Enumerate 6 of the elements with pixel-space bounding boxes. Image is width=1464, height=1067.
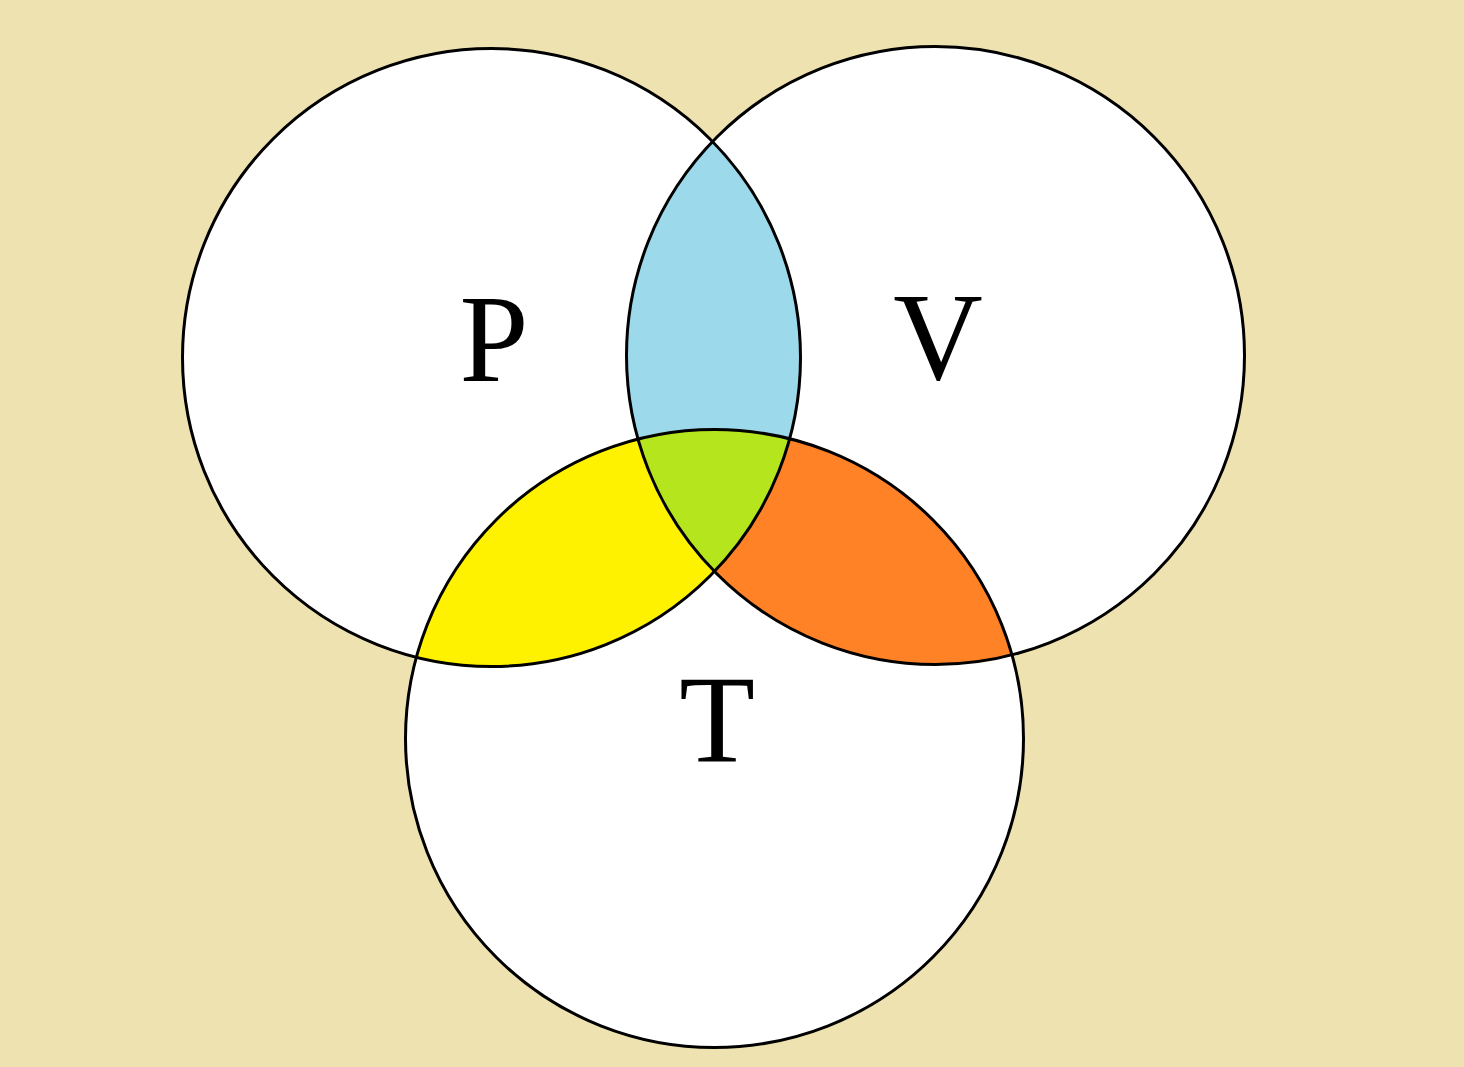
set-circle [180, 46, 802, 668]
set-circle [403, 427, 1025, 1049]
set-label: T [679, 659, 755, 783]
set-label: P [459, 278, 529, 402]
set-circle [624, 44, 1246, 666]
set-label: V [893, 276, 983, 400]
